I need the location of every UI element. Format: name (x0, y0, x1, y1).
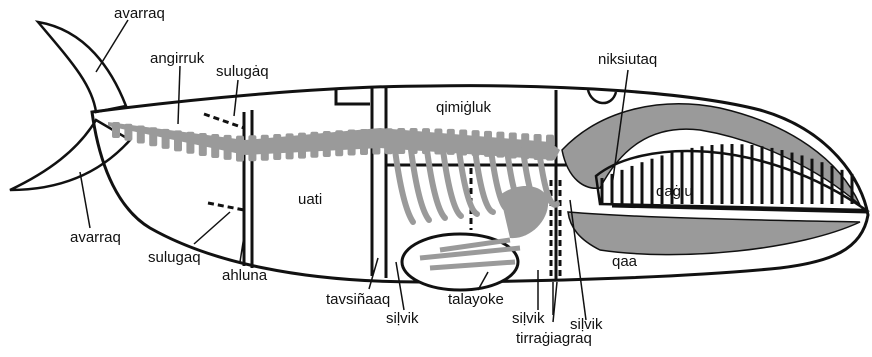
tail-fluke-top (38, 22, 126, 112)
label-silvik-1: siḷvik (386, 310, 419, 327)
vertebra (112, 122, 120, 138)
label-sulugaq-bottom: sulugaq (148, 249, 201, 266)
vertebra (546, 135, 554, 161)
label-qaa: qaa (612, 253, 638, 270)
lower-jaw-bone (568, 212, 860, 255)
label-qaglu: qaġlu (656, 183, 693, 200)
vertebra (496, 132, 504, 158)
vertebra (149, 127, 157, 146)
label-angirruk: angirruk (150, 50, 205, 67)
vertebra (162, 129, 170, 149)
dash-sulugaq-bottom (208, 203, 244, 210)
vertebra (236, 136, 244, 162)
vertebra (199, 133, 207, 156)
vertebra (372, 129, 380, 155)
blowhole-notch (588, 90, 616, 103)
vertebra (310, 132, 318, 158)
vertebra (137, 126, 145, 144)
label-sulugaq-top: sulugȧq (216, 63, 269, 80)
vertebra (447, 129, 455, 155)
label-ahluna: ahluna (222, 267, 268, 284)
vertebra (248, 135, 256, 161)
vertebra (286, 133, 294, 159)
vertebra (124, 124, 132, 141)
vertebra (211, 134, 219, 158)
vertebra (273, 134, 281, 160)
vertebra (323, 131, 331, 157)
vertebra (261, 135, 269, 161)
vertebra (385, 128, 393, 154)
vertebra (335, 130, 343, 156)
vertebra (298, 133, 306, 159)
vertebra (186, 132, 194, 154)
vertebra (174, 130, 182, 151)
label-tirragiagraq: tirraġiagraq (516, 330, 592, 347)
vertebra (360, 129, 368, 155)
label-uati: uati (298, 191, 322, 208)
dash-sulugaq-top (204, 114, 244, 128)
label-talayoke: talayoke (448, 291, 504, 308)
shoulder-blade (500, 186, 548, 238)
label-qimigluk: qimiġluk (436, 99, 492, 116)
label-silvik-2: siḷvik (512, 310, 545, 327)
label-niksiutaq: niksiutaq (598, 51, 657, 68)
vertebra (348, 130, 356, 156)
label-avarraq-bottom: avarraq (70, 229, 121, 246)
vertebra (397, 128, 405, 154)
label-tavsinaaq: tavsiñaaq (326, 291, 390, 308)
top-notch (336, 90, 370, 104)
label-avarraq-top: avarraq (114, 5, 165, 22)
vertebra (224, 135, 232, 160)
